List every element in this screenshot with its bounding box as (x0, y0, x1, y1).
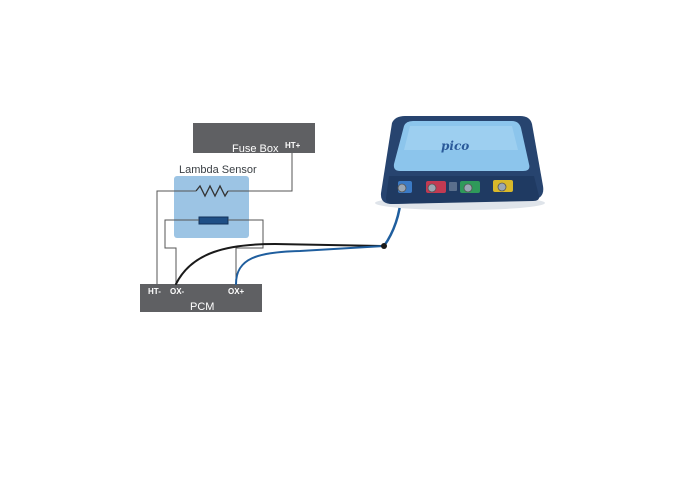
scope-channel-a (397, 181, 412, 193)
pcm-box: HT- OX- OX+ PCM (140, 284, 262, 313)
wire-ox-plus-lead (228, 219, 264, 285)
lambda-sensor-body (174, 176, 249, 238)
picoscope-device: pico (375, 116, 545, 210)
heater-resistor-icon (195, 184, 229, 198)
fuse-box-body (193, 123, 315, 153)
wire-blue-probe (235, 245, 385, 285)
bnc-connector-icon (497, 182, 507, 192)
wire-ox-minus-lead (164, 219, 199, 285)
wire-ht-minus (156, 190, 196, 285)
pcm-label: PCM (190, 301, 214, 313)
scope-channel-b (426, 181, 446, 193)
scope-brand-logo: pico (441, 139, 469, 153)
wire-black-probe (175, 242, 385, 285)
scope-channel-d (493, 180, 513, 192)
lambda-sensor (174, 176, 249, 238)
junction-dot (381, 243, 387, 249)
pcm-terminal-ht-minus: HT- (148, 287, 161, 296)
bnc-connector-icon (427, 183, 437, 193)
pcm-terminal-ox-minus: OX- (170, 287, 185, 296)
bnc-connector-icon (463, 183, 473, 193)
fuse-box-terminal: HT+ (285, 141, 301, 150)
pcm-terminal-ox-plus: OX+ (228, 287, 245, 296)
wire-ht-plus (228, 152, 293, 192)
bnc-connector-icon (397, 183, 407, 193)
lambda-sensor-label: Lambda Sensor (179, 164, 257, 176)
scope-panel-highlight (404, 126, 518, 150)
pcm-body (140, 284, 262, 312)
sensing-element-icon (198, 216, 229, 225)
thin-wires (156, 152, 293, 285)
fuse-box: Fuse Box HT+ (193, 123, 315, 155)
fuse-box-label: Fuse Box (232, 143, 279, 155)
scope-indicator (449, 182, 457, 191)
scope-channel-c (460, 181, 480, 193)
